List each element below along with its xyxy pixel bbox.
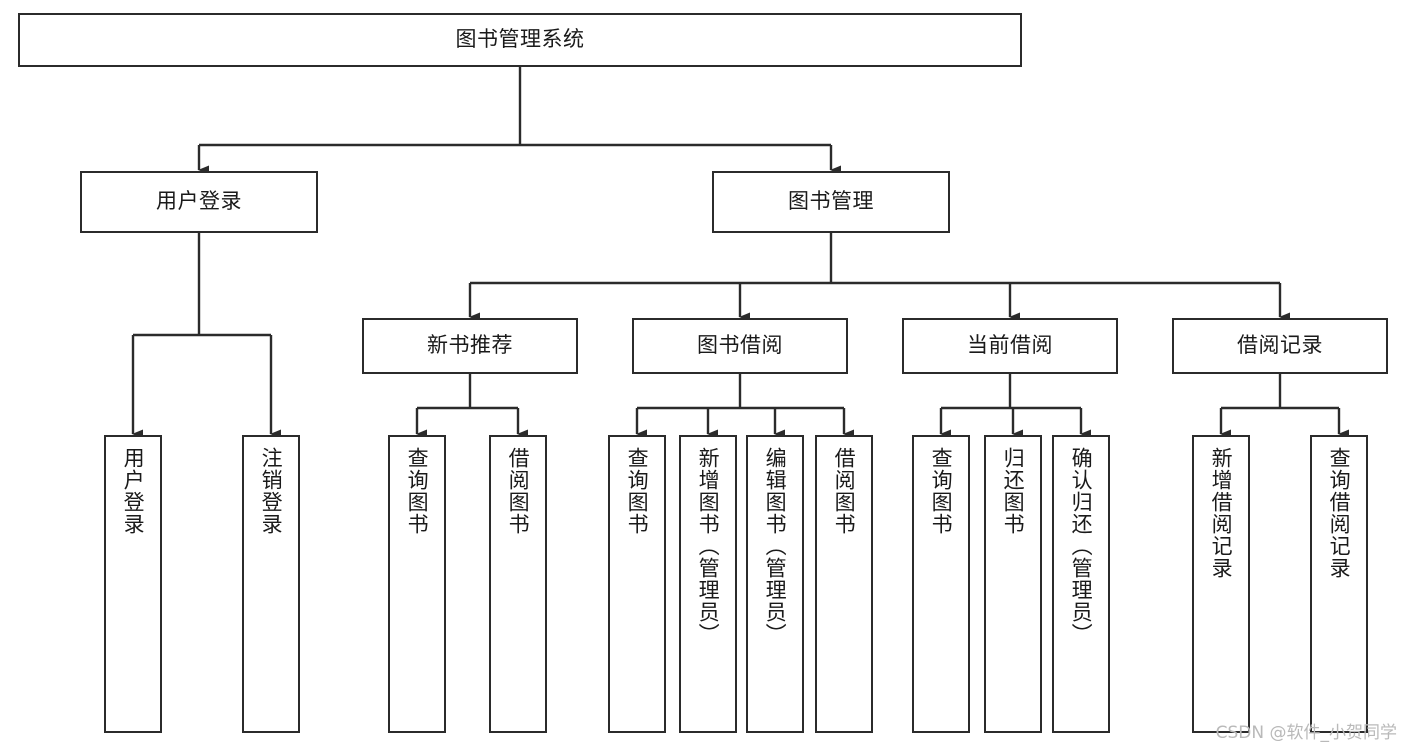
leaf-confirm-return-admin[interactable]: 确认归还（管理员） [1052,435,1110,733]
leaf-add-book-admin[interactable]: 新增图书（管理员） [679,435,737,733]
node-root[interactable]: 图书管理系统 [18,13,1022,67]
leaf-add-book-admin-label: 新增图书（管理员） [696,447,721,645]
leaf-borrow-book[interactable]: 借阅图书 [815,435,873,733]
watermark-text: CSDN @软件_小贺同学 [1215,723,1397,743]
leaf-query-book-recommend-label: 查询图书 [405,447,430,535]
leaf-edit-book-admin-label: 编辑图书（管理员） [763,447,788,645]
leaf-return-book[interactable]: 归还图书 [984,435,1042,733]
leaf-logout-login[interactable]: 注销登录 [242,435,300,733]
node-user-login[interactable]: 用户登录 [80,171,318,233]
node-new-book-recommend[interactable]: 新书推荐 [362,318,578,374]
leaf-logout-login-label: 注销登录 [259,447,284,535]
leaf-return-book-label: 归还图书 [1001,447,1026,535]
node-user-login-label: 用户登录 [156,189,242,214]
leaf-query-book-borrow-label: 查询图书 [625,447,650,535]
node-book-borrow-label: 图书借阅 [697,333,783,358]
leaf-user-login-label: 用户登录 [121,447,146,535]
node-current-borrow-label: 当前借阅 [967,333,1053,358]
leaf-borrow-book-label: 借阅图书 [832,447,857,535]
leaf-query-book-current-label: 查询图书 [929,447,954,535]
leaf-confirm-return-admin-label: 确认归还（管理员） [1069,447,1094,645]
node-root-label: 图书管理系统 [455,27,585,52]
node-book-borrow[interactable]: 图书借阅 [632,318,848,374]
leaf-query-borrow-record-label: 查询借阅记录 [1327,447,1352,579]
leaf-query-book-borrow[interactable]: 查询图书 [608,435,666,733]
leaf-borrow-book-recommend-label: 借阅图书 [506,447,531,535]
node-book-management-label: 图书管理 [788,189,874,214]
leaf-add-borrow-record-label: 新增借阅记录 [1209,447,1234,579]
leaf-query-borrow-record[interactable]: 查询借阅记录 [1310,435,1368,733]
node-borrow-record[interactable]: 借阅记录 [1172,318,1388,374]
node-book-management[interactable]: 图书管理 [712,171,950,233]
node-current-borrow[interactable]: 当前借阅 [902,318,1118,374]
leaf-user-login[interactable]: 用户登录 [104,435,162,733]
node-borrow-record-label: 借阅记录 [1237,333,1323,358]
leaf-borrow-book-recommend[interactable]: 借阅图书 [489,435,547,733]
leaf-query-book-recommend[interactable]: 查询图书 [388,435,446,733]
leaf-query-book-current[interactable]: 查询图书 [912,435,970,733]
leaf-add-borrow-record[interactable]: 新增借阅记录 [1192,435,1250,733]
leaf-edit-book-admin[interactable]: 编辑图书（管理员） [746,435,804,733]
node-new-book-recommend-label: 新书推荐 [427,333,513,358]
